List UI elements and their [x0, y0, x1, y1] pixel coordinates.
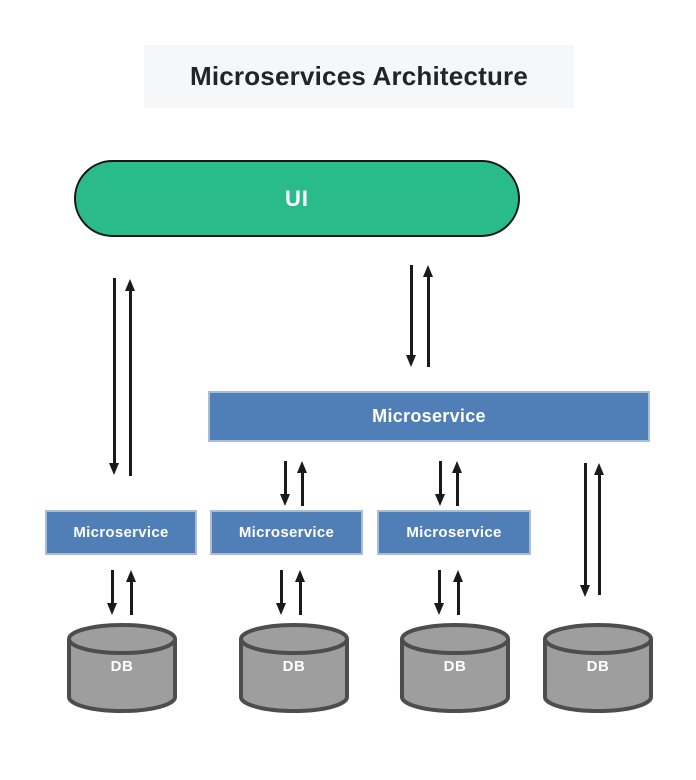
node-db-3-label: DB	[443, 658, 467, 675]
database-cylinder-icon	[543, 623, 653, 713]
arrow-down-gateway-to-service-2	[283, 461, 287, 494]
arrow-up-service-3-to-gateway	[455, 473, 459, 506]
arrow-up-db-3-to-service-3	[456, 582, 460, 615]
node-db-4-label: DB	[586, 658, 610, 675]
node-db-2-label: DB	[282, 658, 306, 675]
node-microservice-1: Microservice	[45, 510, 197, 555]
arrow-down-service-3-to-db-3	[437, 570, 441, 603]
node-microservice-3: Microservice	[377, 510, 531, 555]
arrow-down-service-1-to-db-1	[110, 570, 114, 603]
arrow-down-service-2-to-db-2	[279, 570, 283, 603]
arrow-up-gateway-to-ui	[426, 277, 430, 367]
database-cylinder-icon	[400, 623, 510, 713]
arrow-down-gateway-to-service-3	[438, 461, 442, 494]
node-microservice-1-label: Microservice	[73, 524, 169, 541]
node-db-1: DB	[66, 622, 178, 714]
node-db-1-label: DB	[110, 658, 134, 675]
node-gateway-microservice: Microservice	[208, 391, 650, 442]
arrow-down-gateway-to-db-4	[583, 463, 587, 585]
arrow-up-db-2-to-service-2	[298, 582, 302, 615]
arrow-down-ui-to-gateway	[409, 265, 413, 355]
node-db-3: DB	[399, 622, 511, 714]
node-microservice-3-label: Microservice	[406, 524, 502, 541]
node-ui-label: UI	[285, 185, 309, 211]
node-microservice-2: Microservice	[210, 510, 363, 555]
database-cylinder-icon	[239, 623, 349, 713]
node-ui: UI	[74, 160, 520, 237]
diagram-title-box: Microservices Architecture	[144, 45, 574, 108]
node-db-4: DB	[542, 622, 654, 714]
node-gateway-label: Microservice	[372, 406, 486, 426]
node-db-2: DB	[238, 622, 350, 714]
diagram-title: Microservices Architecture	[189, 61, 529, 91]
node-microservice-2-label: Microservice	[238, 524, 335, 541]
arrow-up-service-1-to-ui	[128, 291, 132, 476]
arrow-up-service-2-to-gateway	[300, 473, 304, 506]
arrow-down-ui-to-service-1	[112, 278, 116, 463]
database-cylinder-icon	[67, 623, 177, 713]
arrow-up-db-1-to-service-1	[129, 582, 133, 615]
arrow-up-db-4-to-gateway	[597, 475, 601, 595]
